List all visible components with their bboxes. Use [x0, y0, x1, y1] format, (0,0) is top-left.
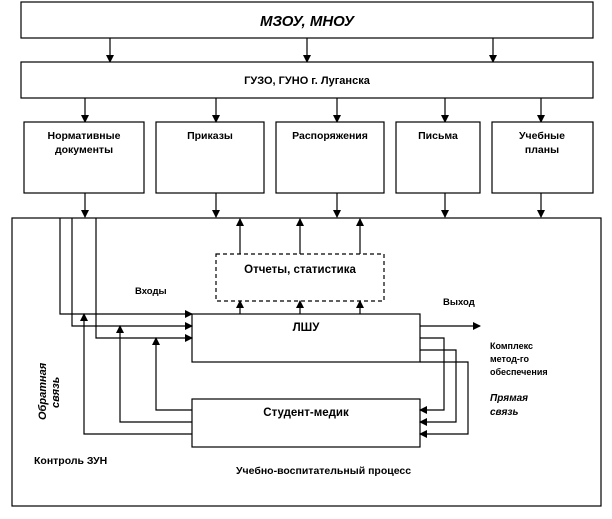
doc-box-label: документы [55, 144, 113, 156]
lshu-box-label: ЛШУ [293, 322, 321, 334]
doc-box-label: Нормативные [48, 130, 121, 142]
doc-box-normative: Нормативные документы [23, 121, 145, 194]
process-label: Учебно-воспитательный процесс [236, 465, 411, 477]
direct-lines [419, 337, 469, 438]
doc-box-orders: Приказы [155, 121, 265, 194]
second-box: ГУЗО, ГУНО г. Луганска [20, 61, 594, 99]
arrows-second-to-docs [81, 98, 545, 123]
input-lines [59, 218, 193, 342]
arrows-top-to-second [106, 38, 497, 63]
complex-label-3: обеспечения [490, 367, 548, 377]
output-label: Выход [443, 297, 475, 308]
arrows-reports-up [236, 218, 364, 254]
top-box-label: МЗОУ, МНОУ [260, 13, 356, 30]
doc-box-label: Письма [418, 130, 458, 142]
direct-label-2: связь [490, 407, 518, 418]
doc-box-letters: Письма [395, 121, 481, 194]
student-box-label: Студент-медик [263, 407, 349, 419]
feedback-label-2: связь [50, 377, 62, 408]
top-box: МЗОУ, МНОУ [20, 1, 594, 39]
doc-box-curricula: Учебные планы [491, 121, 594, 194]
student-box: Студент-медик [191, 398, 421, 448]
complex-label-1: Комплекс [490, 341, 533, 351]
second-box-label: ГУЗО, ГУНО г. Луганска [244, 75, 371, 87]
arrows-docs-to-outer [81, 193, 545, 218]
direct-label-1: Прямая [490, 393, 528, 404]
doc-box-label: Учебные [519, 130, 565, 142]
feedback-label: Обратная связь [37, 362, 62, 420]
control-label: Контроль ЗУН [34, 455, 107, 467]
doc-box-directives: Распоряжения [275, 121, 385, 194]
reports-box-label: Отчеты, статистика [244, 264, 356, 276]
doc-box-label: Приказы [187, 130, 233, 142]
feedback-lines [80, 313, 192, 435]
reports-box: Отчеты, статистика [215, 253, 385, 302]
doc-box-label: планы [525, 144, 559, 156]
complex-label-2: метод-го [490, 354, 530, 364]
arrows-lshu-to-reports [236, 300, 364, 314]
lshu-box: ЛШУ [191, 313, 421, 363]
doc-box-label: Распоряжения [292, 130, 368, 142]
feedback-label-1: Обратная [37, 362, 49, 420]
inputs-label: Входы [135, 286, 167, 297]
